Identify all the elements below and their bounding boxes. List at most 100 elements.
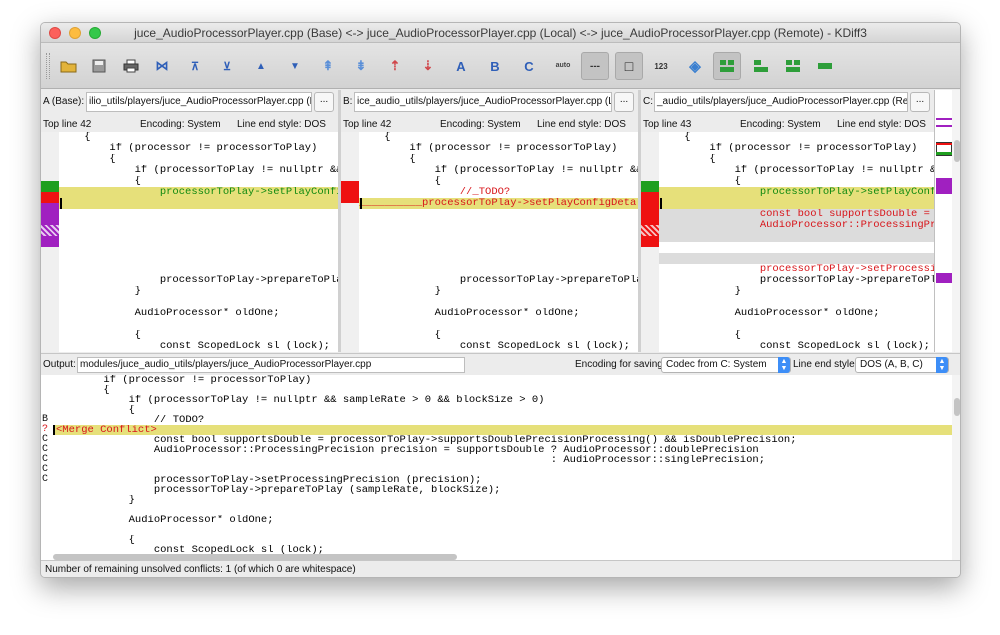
code-line[interactable]: { [53,385,110,395]
code-line[interactable]: if (processor != processorToPlay) [53,375,312,385]
merge-source-mark: C [42,474,49,485]
window-toggle-icon[interactable] [811,52,839,80]
auto-advance-icon[interactable]: auto [549,52,577,80]
save-icon[interactable] [85,52,113,80]
code-line[interactable]: : AudioProcessor::singlePrecision; [53,455,766,465]
code-line[interactable]: AudioProcessor::ProcessingPrecision prec… [53,445,759,455]
diff-vertical-scrollbar[interactable] [952,90,960,352]
pane-a-browse-button[interactable]: ... [314,92,334,112]
go-current-delta-glyph: ⋈ [155,58,169,73]
code-line [59,231,338,242]
go-next-unsolved-icon[interactable]: ⇣ [414,52,442,80]
code-line[interactable]: AudioProcessor* oldOne; [53,515,274,525]
go-next-delta-glyph: ▼ [290,60,300,72]
output-scroll-thumb[interactable] [954,398,960,416]
encoding-select[interactable]: Codec from C: System ▲▼ [661,357,791,373]
go-current-delta-icon[interactable]: ⋈ [148,52,176,80]
text-cursor [53,425,55,435]
pane-splitter[interactable] [638,90,641,352]
code-line[interactable]: if (processorToPlay != nullptr && sample… [53,395,545,405]
go-bottom-glyph: ⊻ [222,60,232,73]
pane-b-encoding: Encoding: System [440,119,521,130]
toolbar: ⋈ ⊼ ⊻ ▲ ▼ ⇞ ⇟ ⇡ ⇣ A B C auto --- □ 123 ◈ [41,43,960,89]
maximize-window-button[interactable] [89,27,101,39]
go-next-delta-icon[interactable]: ▼ [281,52,309,80]
line-end-select[interactable]: DOS (A, B, C) ▲▼ [855,357,949,373]
gutter-conflict-mark [41,203,59,225]
code-line[interactable]: // TODO? [53,415,205,425]
code-line [659,198,934,209]
code-line: processorToPlay->prepareToPlay (s [59,275,338,286]
go-prev-delta-icon[interactable]: ▲ [247,52,275,80]
line-end-style-label: Line end style: [793,359,858,370]
pane-c-remote[interactable]: C: _audio_utils/players/juce_AudioProces… [641,90,934,352]
pane-a-code-area[interactable]: { if (processor != processorToPlay) { if… [41,132,338,352]
open-icon[interactable] [55,52,83,80]
output-path-field[interactable]: modules/juce_audio_utils/players/juce_Au… [77,357,465,373]
output-vertical-scrollbar[interactable] [952,375,960,560]
code-line [59,198,338,209]
output-horizontal-scrollbar[interactable] [53,554,457,560]
pane-a-base[interactable]: A (Base): ilio_utils/players/juce_AudioP… [41,90,338,352]
go-next-unsolved-glyph: ⇣ [422,58,434,73]
code-line[interactable]: } [53,495,135,505]
pane-c-path-field[interactable]: _audio_utils/players/juce_AudioProcessor… [654,92,908,112]
pane-b-code-area[interactable]: { if (processor != processorToPlay) { if… [341,132,638,352]
window-split-horizontal-icon[interactable] [713,52,741,80]
code-line [59,220,338,231]
overview-conflict-mark [936,273,952,283]
merge-conflict-line[interactable]: <Merge Conflict> [53,425,952,435]
code-line[interactable]: { [53,405,135,415]
print-icon[interactable] [117,52,145,80]
overview-conflict-mark [936,143,952,145]
pane-splitter[interactable] [338,90,341,352]
choose-a-everywhere-icon[interactable]: ◈ [681,52,709,80]
select-c-button[interactable]: C [515,52,543,80]
go-prev-conflict-glyph: ⇞ [322,58,334,73]
pane-c-gutter [641,132,659,352]
window-split-vertical-icon[interactable] [747,52,775,80]
code-line [59,297,338,308]
show-whitespace-characters-icon[interactable]: □ [615,52,643,80]
pane-b-lines: { if (processor != processorToPlay) { if… [359,132,638,352]
pane-a-label: A (Base): [43,96,85,107]
go-prev-conflict-icon[interactable]: ⇞ [314,52,342,80]
pane-c-code-area[interactable]: { if (processor != processorToPlay) { if… [641,132,934,352]
code-line[interactable]: const bool supportsDouble = processorToP… [53,435,797,445]
merge-source-mark: ? [42,424,49,435]
code-line[interactable] [53,505,952,515]
diff-scroll-thumb[interactable] [954,140,960,162]
window-overview-icon[interactable] [779,52,807,80]
pane-b-path-field[interactable]: ice_audio_utils/players/juce_AudioProces… [354,92,612,112]
go-top-glyph: ⊼ [190,60,200,73]
window-title: juce_AudioProcessorPlayer.cpp (Base) <->… [134,26,867,40]
overview-conflict-mark [936,125,952,127]
code-line[interactable]: processorToPlay->prepareToPlay (sampleRa… [53,485,501,495]
pane-b-local[interactable]: B: ice_audio_utils/players/juce_AudioPro… [341,90,638,352]
select-b-button[interactable]: B [481,52,509,80]
title-bar: juce_AudioProcessorPlayer.cpp (Base) <->… [41,23,960,43]
select-a-button[interactable]: A [447,52,475,80]
code-line: //_TODO? [359,187,511,198]
go-prev-unsolved-icon[interactable]: ⇡ [381,52,409,80]
go-bottom-icon[interactable]: ⊻ [213,52,241,80]
diff-overview-strip[interactable] [934,90,952,352]
go-next-conflict-icon[interactable]: ⇟ [347,52,375,80]
pane-a-path-field[interactable]: ilio_utils/players/juce_AudioProcessorPl… [86,92,312,112]
pane-b-browse-button[interactable]: ... [614,92,634,112]
code-line[interactable] [53,525,952,535]
go-top-icon[interactable]: ⊼ [181,52,209,80]
minimize-window-button[interactable] [69,27,81,39]
pane-b-line-end: Line end style: DOS [537,119,626,130]
pane-c-browse-button[interactable]: ... [910,92,930,112]
show-whitespace-icon[interactable]: --- [581,52,609,80]
toolbar-grip[interactable] [46,53,50,79]
code-line[interactable]: processorToPlay->setProcessingPrecision … [53,475,482,485]
code-line[interactable] [53,465,952,475]
code-line[interactable]: { [53,535,135,545]
kdiff3-window: juce_AudioProcessorPlayer.cpp (Base) <->… [40,22,961,578]
show-line-numbers-icon[interactable]: 123 [647,52,675,80]
code-line[interactable]: const ScopedLock sl (lock); [53,545,324,555]
close-window-button[interactable] [49,27,61,39]
